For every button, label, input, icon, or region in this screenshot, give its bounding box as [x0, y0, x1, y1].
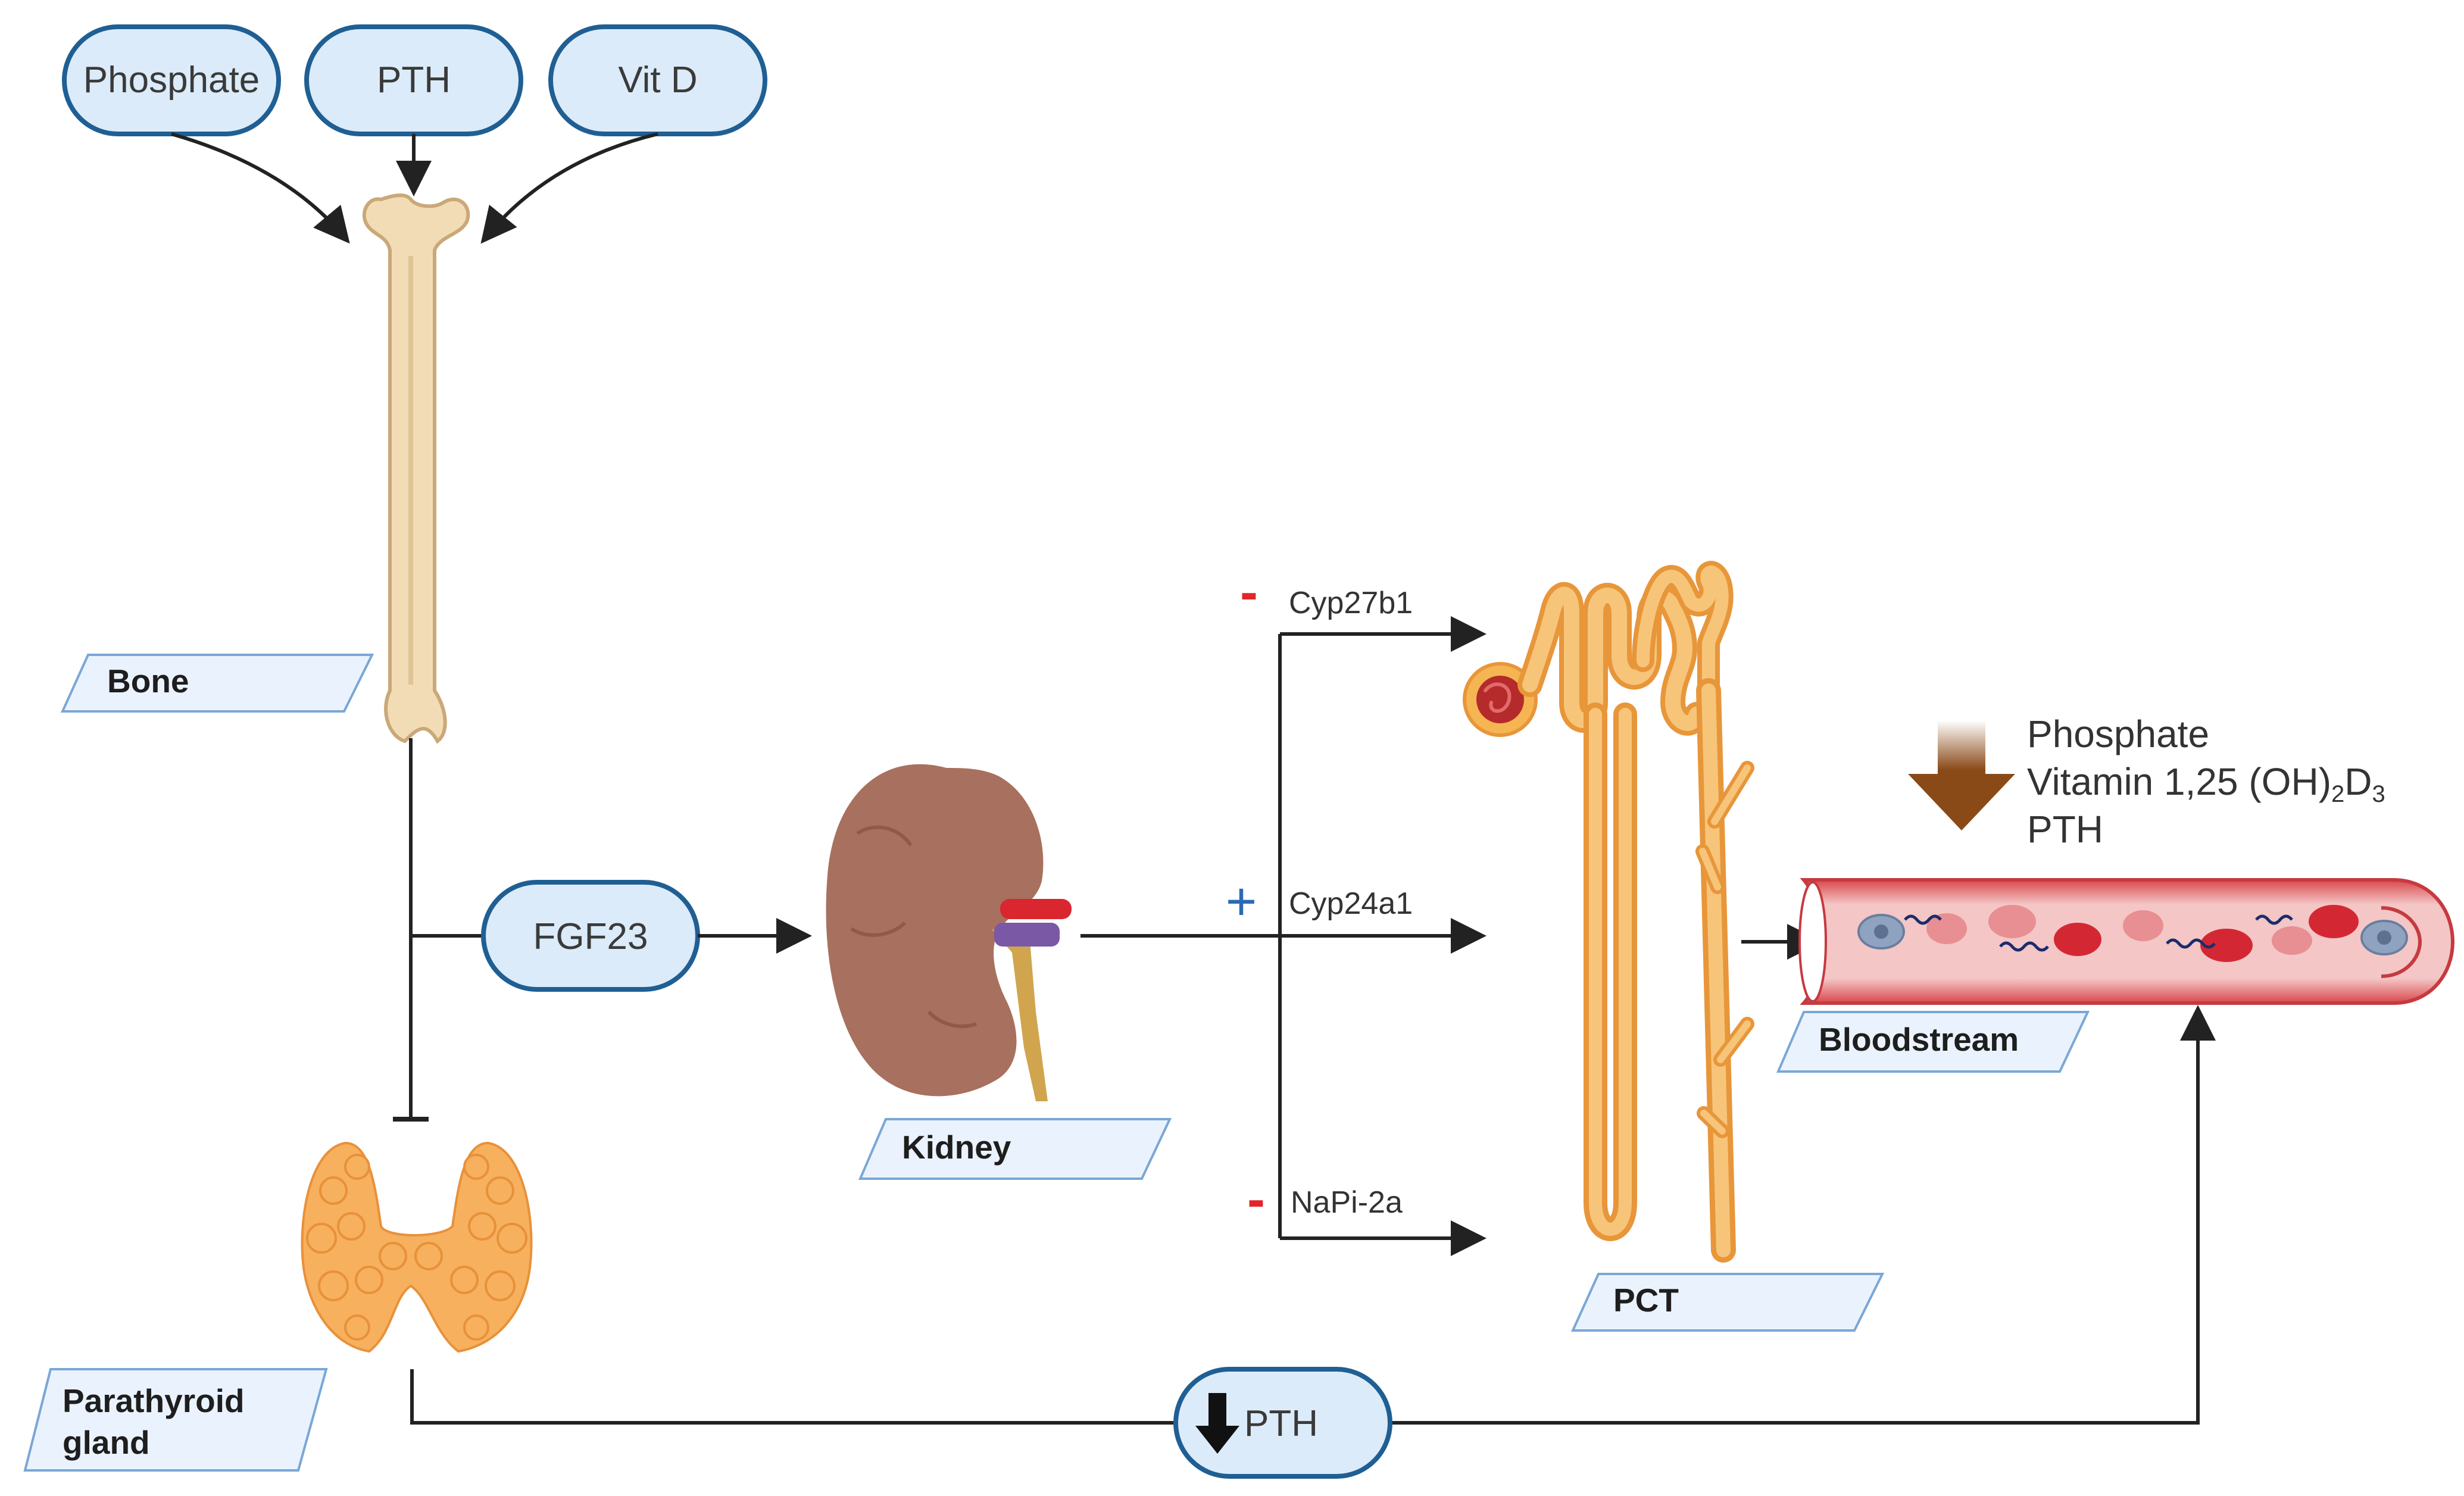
- pct-illustration: [1463, 561, 1754, 1263]
- kidney-illustration: [826, 764, 1072, 1101]
- bone-label-text: Bone: [107, 663, 189, 699]
- bone-illustration: [362, 193, 470, 744]
- bone-label: Bone: [60, 654, 374, 713]
- vitd-to-bone-arrow: [480, 132, 658, 244]
- pth-pill-label: PTH: [377, 60, 451, 101]
- decrease-phosphate: Phosphate: [2027, 713, 2209, 755]
- vitd-pill-label: Vit D: [618, 60, 697, 101]
- parathyroid-label-line1: Parathyroid: [63, 1382, 245, 1419]
- fgf23-pill-label: FGF23: [533, 916, 648, 957]
- down-arrow-icon: [1195, 1393, 1239, 1454]
- pth-feedback-line: [410, 1369, 1176, 1425]
- pct-label: PCT: [1570, 1273, 1885, 1332]
- decrease-vitamin-d-main: Vitamin 1,25 (OH): [2027, 760, 2331, 803]
- decrease-vitamin-d: Vitamin 1,25 (OH)2D3: [2027, 760, 2385, 807]
- phosphate-pill: Phosphate: [62, 24, 281, 136]
- bloodstream-label-text: Bloodstream: [1819, 1021, 2019, 1058]
- pth-feedback-arrow: [1390, 1005, 2216, 1425]
- pth-down-pill: PTH: [1173, 1367, 1392, 1479]
- bloodstream-illustration: [1798, 878, 2455, 1005]
- pth-down-label: PTH: [1244, 1403, 1318, 1444]
- cyp27b1-label: Cyp27b1: [1289, 586, 1413, 620]
- cyp24a1-label: Cyp24a1: [1289, 886, 1413, 921]
- fgf23-pill: FGF23: [481, 880, 700, 992]
- napi2a-sign: -: [1247, 1170, 1265, 1229]
- cyp27b1-sign: -: [1240, 563, 1258, 622]
- parathyroid-label: Parathyroid gland: [23, 1368, 328, 1472]
- kidney-label: Kidney: [858, 1118, 1172, 1180]
- phosphate-pill-label: Phosphate: [83, 60, 260, 101]
- pct-label-text: PCT: [1613, 1282, 1679, 1319]
- decrease-pth: PTH: [2027, 808, 2103, 851]
- bloodstream-label: Bloodstream: [1776, 1011, 2090, 1073]
- decrease-arrow-icon: [1908, 720, 2015, 830]
- kidney-label-text: Kidney: [902, 1129, 1011, 1166]
- pth-pill: PTH: [304, 24, 523, 136]
- napi2a-label: NaPi-2a: [1291, 1185, 1403, 1220]
- parathyroid-illustration: [301, 1141, 533, 1353]
- decrease-vitamin-d-sub1: 2: [2331, 781, 2344, 807]
- cyp24a1-sign: +: [1226, 872, 1257, 932]
- vitd-pill: Vit D: [548, 24, 767, 136]
- parathyroid-label-line2: gland: [63, 1424, 150, 1461]
- phosphate-to-bone-arrow: [171, 132, 350, 244]
- decrease-vitamin-d-sub2: 3: [2372, 781, 2385, 807]
- decrease-vitamin-d-mid: D: [2344, 760, 2372, 803]
